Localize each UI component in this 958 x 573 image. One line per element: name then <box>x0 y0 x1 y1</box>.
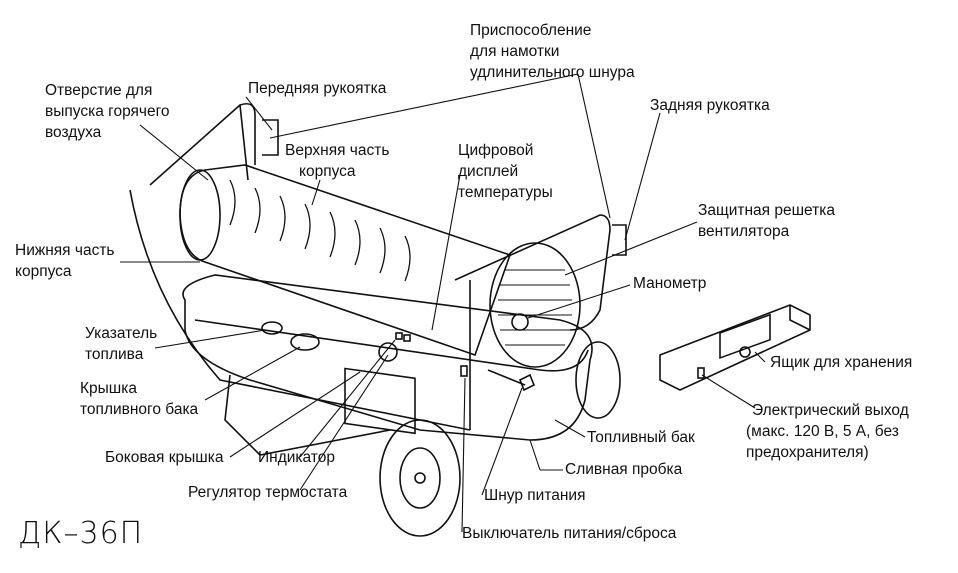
label-upper-shell: Верхняя часть корпуса <box>285 140 389 182</box>
label-line: (макс. 120 В, 5 А, без <box>746 423 899 440</box>
label-line: Указатель <box>85 325 158 342</box>
rear-handle-shape <box>612 224 627 256</box>
label-power-switch: Выключатель питания/сброса <box>462 525 677 542</box>
label-line: дисплей <box>458 163 519 180</box>
label-line: Верхняя часть <box>285 142 390 159</box>
storage-box-shape <box>659 304 811 391</box>
label-drain-plug: Сливная пробка <box>565 461 683 478</box>
label-hot-air-outlet: Отверстие для выпуска горячего воздуха <box>45 80 170 143</box>
label-thermostat: Регулятор термостата <box>188 484 348 501</box>
label-fuel-gauge: Указатель топлива <box>85 323 157 365</box>
power-cord-shape <box>487 369 536 392</box>
label-power-cord: Шнур питания <box>484 487 586 504</box>
fuel-cap-shape <box>290 333 320 351</box>
label-rear-handle: Задняя рукоятка <box>650 97 770 114</box>
label-fan-guard: Защитная решетка вентилятора <box>698 200 835 242</box>
frame <box>129 102 611 431</box>
label-cord-wrap: Приспособление для намотки удлинительног… <box>470 20 635 83</box>
label-front-handle: Передняя рукоятка <box>248 80 387 97</box>
label-line: предохранителя) <box>746 444 869 461</box>
rear-wheel <box>575 341 621 419</box>
fan-guard-shape <box>489 242 581 368</box>
label-line: Электрический выход <box>752 402 909 419</box>
label-line: Защитная решетка <box>698 202 835 219</box>
label-line: удлинительного шнура <box>470 64 635 81</box>
thermostat-knob <box>378 342 398 362</box>
label-line: Приспособление <box>470 22 592 39</box>
label-line: корпуса <box>299 163 356 180</box>
model-name: ДК–36П <box>18 516 144 551</box>
label-line: Нижняя часть <box>15 242 115 259</box>
label-line: топливного бака <box>80 401 199 418</box>
label-indicator: Индикатор <box>258 449 335 466</box>
label-line: корпуса <box>15 263 72 280</box>
label-line: выпуска горячего <box>45 103 170 120</box>
label-line: Цифровой <box>458 142 534 159</box>
label-pressure-gauge: Манометр <box>633 275 707 292</box>
label-line: для намотки <box>470 43 560 60</box>
label-fuel-tank: Топливный бак <box>587 429 695 446</box>
label-line: Отверстие для <box>45 82 153 99</box>
label-power-outlet: Электрический выход (макс. 120 В, 5 А, б… <box>746 400 909 463</box>
label-line: вентилятора <box>698 223 790 240</box>
label-side-cover: Боковая крышка <box>105 449 224 466</box>
fuel-tank-shape <box>182 274 593 441</box>
label-line: воздуха <box>45 124 102 141</box>
front-handle-shape <box>262 119 279 156</box>
label-line: Крышка <box>80 380 137 397</box>
label-storage-box: Ящик для хранения <box>770 354 913 371</box>
side-cover-shape <box>344 367 416 435</box>
front-wheel <box>379 419 461 537</box>
fuel-gauge-shape <box>261 321 283 335</box>
label-line: температуры <box>458 184 553 201</box>
label-fuel-cap: Крышка топливного бака <box>80 378 198 420</box>
label-line: топлива <box>85 346 144 363</box>
label-lower-shell: Нижняя часть корпуса <box>15 240 115 282</box>
label-digital-display: Цифровой дисплей температуры <box>458 140 553 203</box>
